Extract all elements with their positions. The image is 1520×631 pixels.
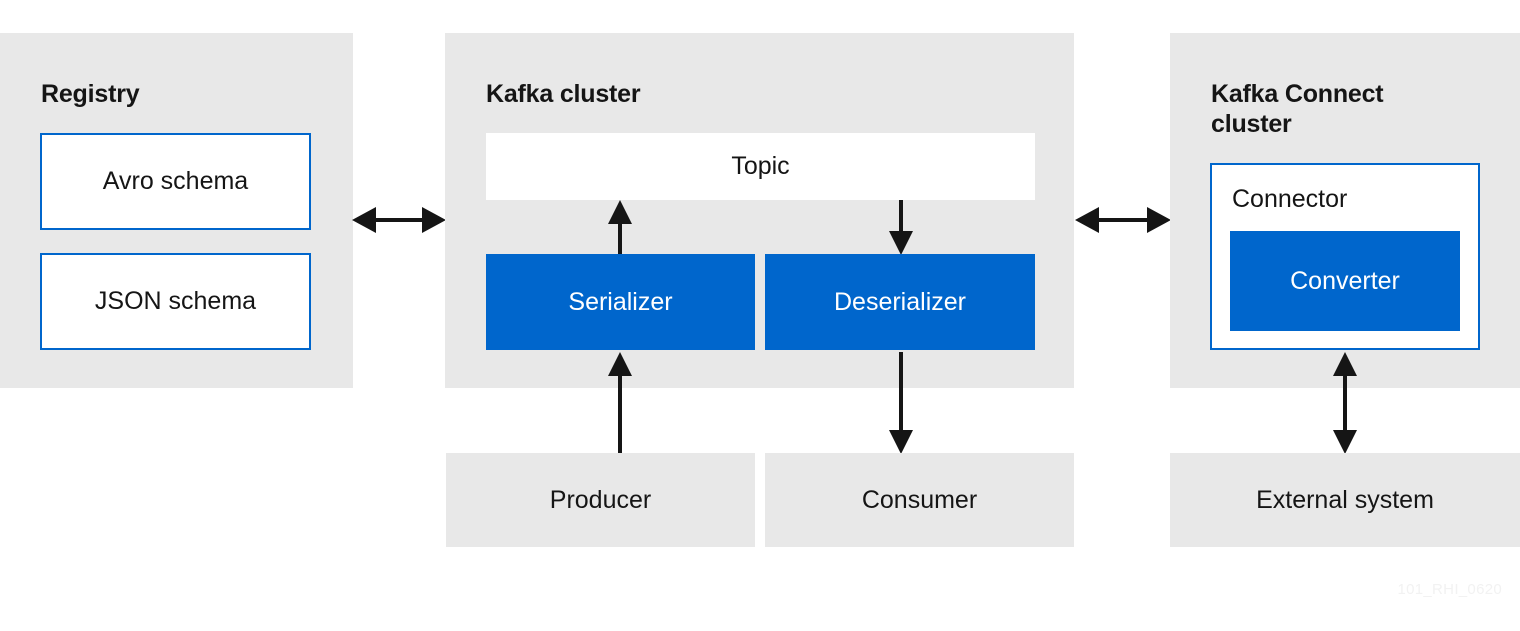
registry-panel-title: Registry [41, 80, 140, 108]
json-schema-box[interactable]: JSON schema [40, 253, 311, 350]
json-schema-label: JSON schema [94, 287, 257, 315]
serializer-to-topic-arrow [608, 200, 632, 255]
deserializer-to-consumer-arrow [889, 352, 913, 454]
serializer-label: Serializer [568, 287, 673, 316]
topic-label: Topic [731, 152, 790, 180]
connector-external-bidirectional-arrow [1333, 352, 1357, 454]
topic-box[interactable]: Topic [486, 133, 1035, 200]
kafka-cluster-panel-title: Kafka cluster [486, 80, 641, 108]
converter-box[interactable]: Converter [1230, 231, 1460, 331]
watermark-label: 101_RHI_0620 [1397, 581, 1502, 598]
serializer-box[interactable]: Serializer [486, 254, 755, 350]
consumer-box[interactable]: Consumer [765, 453, 1074, 547]
registry-kafka-bidirectional-arrow [352, 207, 446, 233]
kafka-connect-cluster-panel-title: Kafka Connect cluster [1211, 80, 1384, 138]
external-system-box[interactable]: External system [1170, 453, 1520, 547]
deserializer-label: Deserializer [834, 287, 966, 316]
avro-schema-label: Avro schema [102, 167, 249, 195]
consumer-label: Consumer [861, 485, 978, 514]
producer-label: Producer [549, 485, 652, 514]
converter-label: Converter [1290, 266, 1400, 295]
avro-schema-box[interactable]: Avro schema [40, 133, 311, 230]
topic-to-deserializer-arrow [889, 200, 913, 255]
connector-label: Connector [1232, 185, 1348, 213]
external-system-label: External system [1256, 485, 1434, 514]
producer-box[interactable]: Producer [446, 453, 755, 547]
producer-to-serializer-arrow [608, 352, 632, 454]
deserializer-box[interactable]: Deserializer [765, 254, 1035, 350]
kafka-connect-bidirectional-arrow [1075, 207, 1171, 233]
